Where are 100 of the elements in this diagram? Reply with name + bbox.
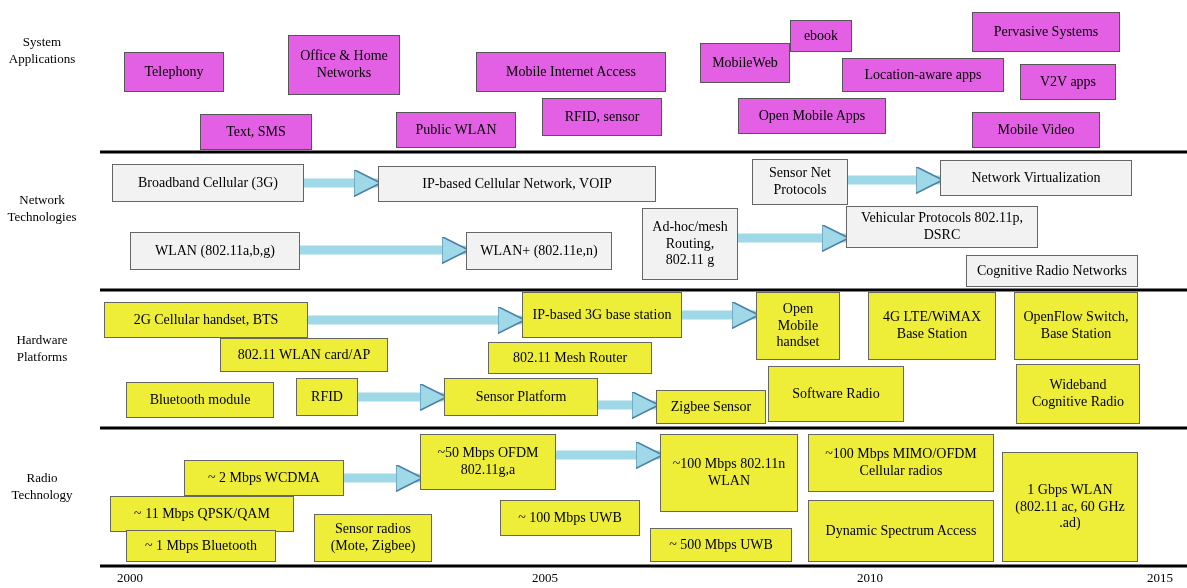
platform-box — [756, 292, 840, 360]
row-label: Network Technologies — [6, 192, 78, 226]
row-label: Radio Technology — [10, 470, 74, 504]
node-text: ~100 Mbps MIMO/OFDM Cellular radios — [824, 446, 978, 480]
node-text: Mobile Internet Access — [506, 63, 636, 81]
node-text: ~50 Mbps OFDM 802.11g,a — [436, 445, 540, 479]
node-text: RFID — [311, 388, 343, 406]
node-text: RFID, sensor — [564, 108, 640, 126]
node-text: Open Mobile handset — [775, 300, 821, 352]
platform-box — [868, 292, 996, 360]
year-label: 2015 — [1146, 570, 1174, 587]
application-box — [1020, 64, 1116, 100]
node-text: ~ 100 Mbps UWB — [518, 509, 622, 527]
application-box — [396, 112, 516, 148]
node-text: Mobile Video — [997, 121, 1075, 139]
node-text: Network Virtualization — [971, 169, 1101, 187]
node-text: Cognitive Radio Networks — [976, 262, 1128, 280]
year-label: 2000 — [116, 570, 144, 587]
node-text: Bluetooth module — [149, 391, 251, 409]
application-box — [842, 58, 1004, 92]
node-text: Office & Home Networks — [299, 48, 389, 82]
application-box — [542, 98, 662, 136]
application-box — [476, 52, 666, 92]
node-text: Ad-hoc/mesh Routing, 802.11 g — [651, 218, 729, 270]
application-box — [124, 52, 224, 92]
platform-box — [1014, 292, 1138, 360]
platform-box — [488, 342, 652, 374]
node-text: Location-aware apps — [864, 66, 982, 84]
node-text: 1 Gbps WLAN (802.11 ac, 60 GHz .ad) — [1014, 481, 1126, 533]
platform-box — [1002, 452, 1138, 562]
platform-box — [1016, 364, 1140, 424]
platform-box — [656, 390, 766, 424]
platform-box — [808, 500, 994, 562]
platform-box — [650, 528, 792, 562]
technology-box — [642, 208, 738, 280]
technology-box — [130, 232, 300, 270]
node-text: Wideband Cognitive Radio — [1030, 377, 1126, 411]
node-text: MobileWeb — [712, 54, 778, 72]
node-text: 802.11 WLAN card/AP — [237, 346, 371, 364]
row-label: System Applications — [7, 34, 77, 68]
application-box — [972, 112, 1100, 148]
node-text: Broadband Cellular (3G) — [138, 174, 278, 192]
platform-box — [522, 292, 682, 338]
technology-box — [112, 164, 304, 202]
platform-box — [126, 382, 274, 418]
technology-box — [846, 206, 1038, 248]
node-text: ~ 500 Mbps UWB — [669, 536, 773, 554]
platform-box — [444, 378, 598, 416]
node-text: Dynamic Spectrum Access — [825, 522, 977, 540]
platform-box — [296, 378, 358, 416]
technology-box — [966, 255, 1138, 287]
node-text: Open Mobile Apps — [758, 107, 866, 125]
platform-box — [660, 434, 798, 512]
node-text: Public WLAN — [415, 121, 497, 139]
node-text: ~ 2 Mbps WCDMA — [208, 469, 320, 487]
node-text: Telephony — [144, 63, 204, 81]
platform-box — [808, 434, 994, 492]
year-label: 2005 — [531, 570, 559, 587]
platform-box — [500, 500, 640, 536]
node-text: Vehicular Protocols 802.11p, DSRC — [860, 210, 1024, 244]
node-text: ebook — [803, 27, 839, 45]
node-text: IP-based 3G base station — [532, 306, 672, 324]
application-box — [700, 43, 790, 83]
node-text: ~ 11 Mbps QPSK/QAM — [134, 505, 270, 523]
platform-box — [220, 338, 388, 372]
node-text: 802.11 Mesh Router — [512, 349, 628, 367]
technology-box — [378, 166, 656, 202]
technology-box — [466, 232, 612, 270]
platform-box — [184, 460, 344, 496]
platform-box — [110, 496, 294, 532]
node-text: Software Radio — [792, 385, 880, 403]
platform-box — [314, 514, 432, 562]
year-label: 2010 — [856, 570, 884, 587]
node-text: Text, SMS — [226, 123, 286, 141]
node-text: WLAN+ (802.11e,n) — [480, 242, 598, 260]
technology-box — [752, 159, 848, 205]
node-text: WLAN (802.11a,b,g) — [155, 242, 275, 260]
platform-box — [768, 366, 904, 422]
platform-box — [104, 302, 308, 338]
node-text: Pervasive Systems — [993, 23, 1099, 41]
platform-box — [420, 434, 556, 490]
node-text: Sensor Platform — [475, 388, 567, 406]
node-text: Sensor radios (Mote, Zigbee) — [329, 521, 417, 555]
node-text: V2V apps — [1039, 73, 1097, 91]
application-box — [288, 35, 400, 95]
node-text: Zigbee Sensor — [670, 398, 752, 416]
application-box — [200, 114, 312, 150]
platform-box — [126, 530, 276, 562]
technology-box — [940, 160, 1132, 196]
application-box — [790, 20, 852, 52]
application-box — [738, 98, 886, 134]
node-text: OpenFlow Switch, Base Station — [1022, 309, 1130, 343]
node-text: Sensor Net Protocols — [768, 165, 832, 199]
node-text: 2G Cellular handset, BTS — [133, 311, 279, 329]
node-text: 4G LTE/WiMAX Base Station — [881, 309, 983, 343]
node-text: ~ 1 Mbps Bluetooth — [144, 537, 258, 555]
node-text: IP-based Cellular Network, VOIP — [422, 175, 612, 193]
application-box — [972, 12, 1120, 52]
row-label: Hardware Platforms — [15, 332, 69, 366]
node-text: ~100 Mbps 802.11n WLAN — [671, 456, 787, 490]
